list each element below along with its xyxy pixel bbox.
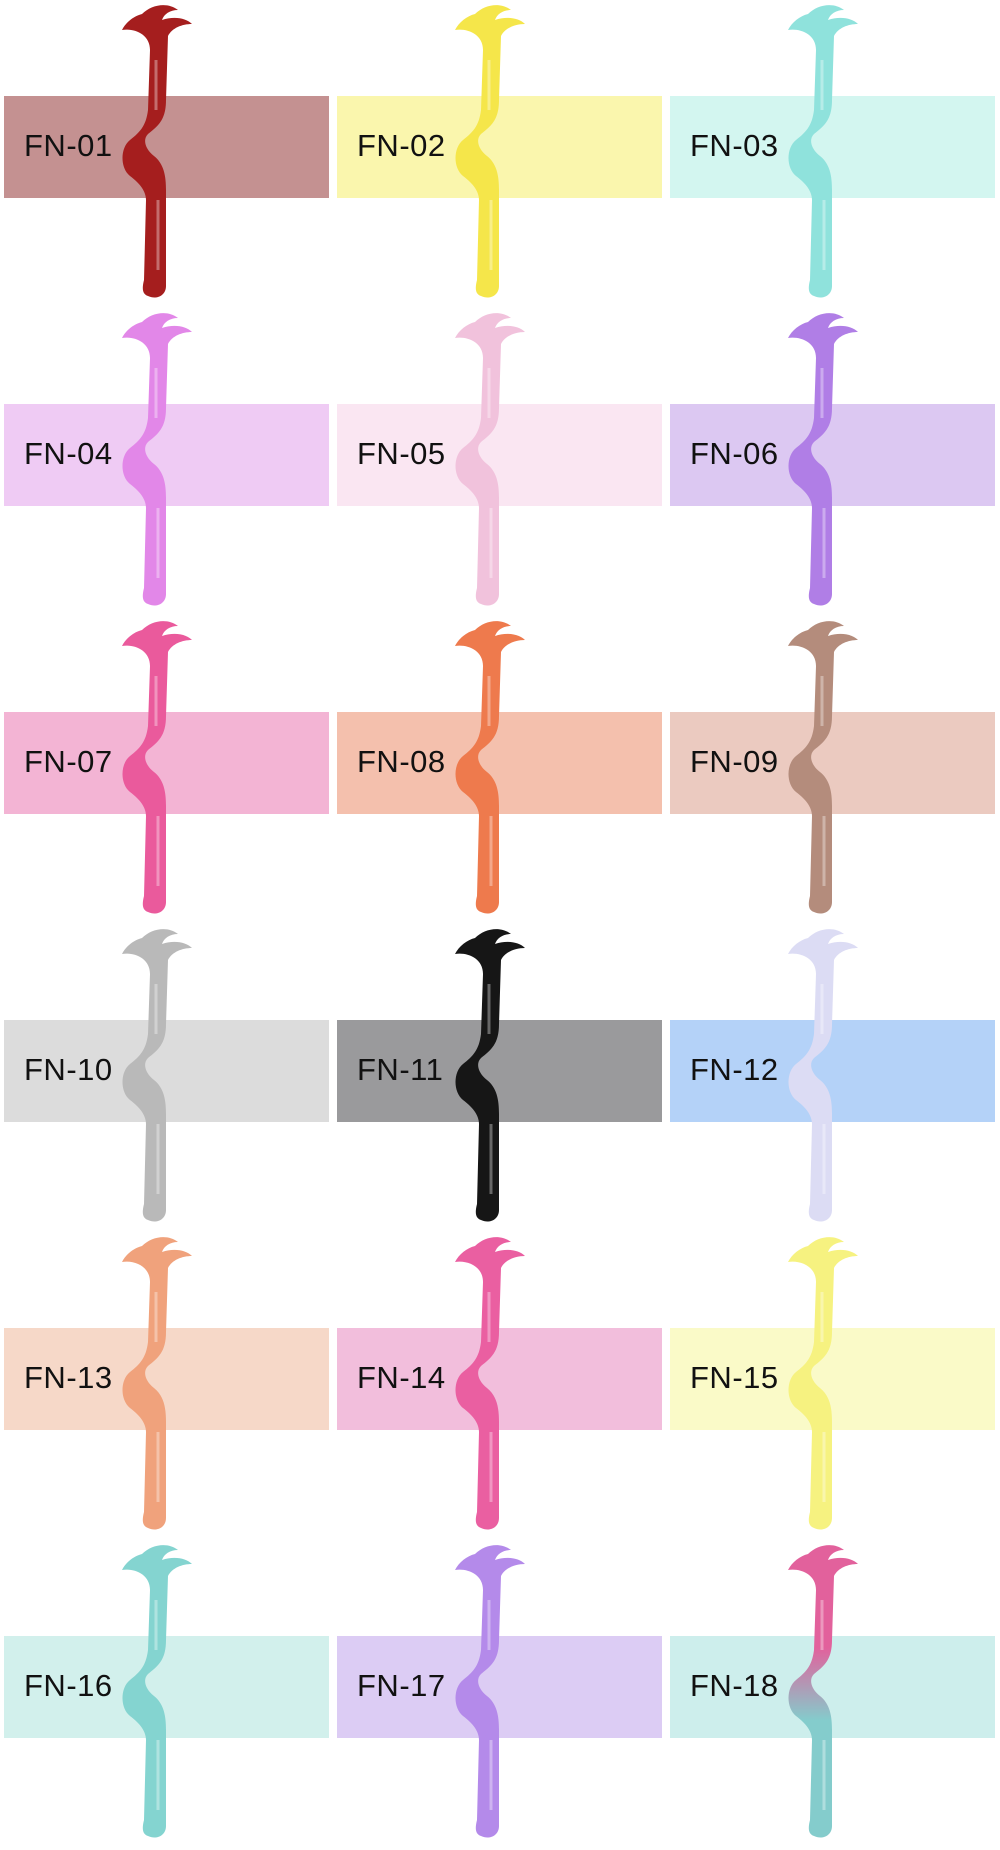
color-band <box>670 1020 995 1122</box>
swatch-code-label: FN-09 <box>690 744 779 779</box>
swatch-code-label: FN-01 <box>24 128 113 163</box>
swatch-item: FN-02 <box>333 0 666 308</box>
color-band <box>337 712 662 814</box>
swatch-item: FN-14 <box>333 1232 666 1540</box>
swatch-code-label: FN-06 <box>690 436 779 471</box>
color-band <box>4 1636 329 1738</box>
swatch-code-label: FN-14 <box>357 1360 446 1395</box>
tweezer-applicator-icon <box>455 1237 525 1530</box>
tweezer-applicator-icon <box>122 5 192 298</box>
swatch-item: FN-18 <box>666 1540 999 1848</box>
swatch-item: FN-13 <box>0 1232 333 1540</box>
color-band <box>670 1328 995 1430</box>
swatch-code-label: FN-15 <box>690 1360 779 1395</box>
swatch-item: FN-03 <box>666 0 999 308</box>
color-band <box>670 96 995 198</box>
color-band <box>337 96 662 198</box>
color-band <box>670 404 995 506</box>
swatch-code-label: FN-02 <box>357 128 446 163</box>
swatch-item: FN-16 <box>0 1540 333 1848</box>
tweezer-applicator-icon <box>788 1237 858 1530</box>
tweezer-applicator-icon <box>455 621 525 914</box>
color-band <box>4 96 329 198</box>
tweezer-applicator-icon <box>788 1545 858 1838</box>
color-band <box>337 1020 662 1122</box>
swatch-item: FN-09 <box>666 616 999 924</box>
tweezer-applicator-icon <box>122 1545 192 1838</box>
color-band <box>4 712 329 814</box>
swatch-code-label: FN-07 <box>24 744 113 779</box>
swatch-item: FN-04 <box>0 308 333 616</box>
swatch-item: FN-05 <box>333 308 666 616</box>
tweezer-applicator-icon <box>122 313 192 606</box>
tweezer-applicator-icon <box>788 929 858 1222</box>
swatch-code-label: FN-17 <box>357 1668 446 1703</box>
swatch-code-label: FN-03 <box>690 128 779 163</box>
swatch-item: FN-07 <box>0 616 333 924</box>
tweezer-applicator-icon <box>122 1237 192 1530</box>
swatch-code-label: FN-18 <box>690 1668 779 1703</box>
swatch-item: FN-11 <box>333 924 666 1232</box>
swatch-item: FN-15 <box>666 1232 999 1540</box>
tweezer-applicator-icon <box>788 621 858 914</box>
swatch-item: FN-12 <box>666 924 999 1232</box>
swatch-code-label: FN-05 <box>357 436 446 471</box>
tweezer-applicator-icon <box>788 5 858 298</box>
tweezer-applicator-icon <box>455 1545 525 1838</box>
swatch-item: FN-01 <box>0 0 333 308</box>
tweezer-applicator-icon <box>455 5 525 298</box>
tweezer-applicator-icon <box>455 929 525 1222</box>
swatch-code-label: FN-11 <box>357 1052 444 1087</box>
swatch-code-label: FN-08 <box>357 744 446 779</box>
swatch-item: FN-06 <box>666 308 999 616</box>
tweezer-applicator-icon <box>122 621 192 914</box>
swatch-item: FN-17 <box>333 1540 666 1848</box>
swatch-item: FN-08 <box>333 616 666 924</box>
tweezer-applicator-icon <box>122 929 192 1222</box>
color-band <box>670 712 995 814</box>
swatch-code-label: FN-13 <box>24 1360 113 1395</box>
color-band <box>337 1328 662 1430</box>
color-band <box>337 404 662 506</box>
swatch-item: FN-10 <box>0 924 333 1232</box>
swatch-code-label: FN-12 <box>690 1052 779 1087</box>
swatch-code-label: FN-16 <box>24 1668 113 1703</box>
color-band <box>670 1636 995 1738</box>
color-band <box>4 404 329 506</box>
color-band <box>4 1020 329 1122</box>
color-band <box>4 1328 329 1430</box>
color-band <box>337 1636 662 1738</box>
tweezer-applicator-icon <box>788 313 858 606</box>
swatch-code-label: FN-04 <box>24 436 113 471</box>
tweezer-applicator-icon <box>455 313 525 606</box>
swatch-code-label: FN-10 <box>24 1052 113 1087</box>
